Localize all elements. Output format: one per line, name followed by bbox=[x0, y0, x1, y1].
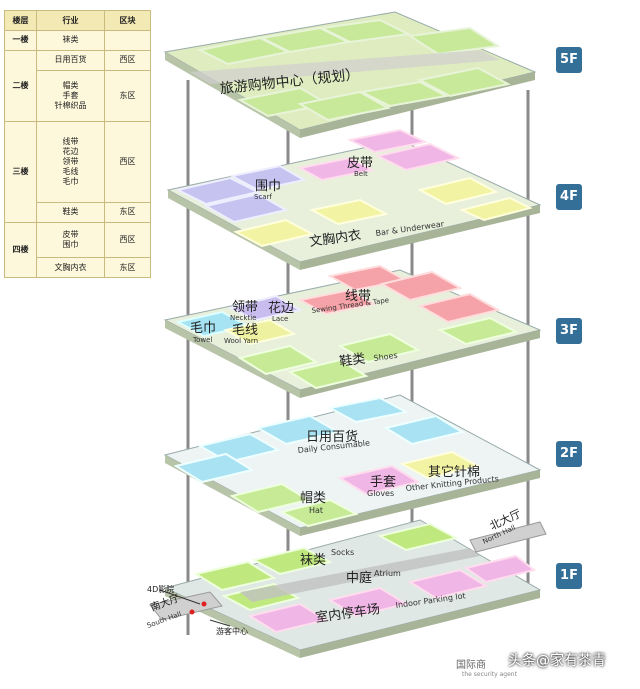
footer-text: 国际商 bbox=[456, 660, 486, 671]
cell-zone: 东区 bbox=[104, 69, 151, 122]
necktie-cn: 领带 bbox=[232, 300, 258, 315]
cell-industry: 文胸内衣 bbox=[36, 257, 105, 278]
header-industry: 行业 bbox=[36, 10, 105, 31]
cell-industry: 线带 花边 领带 毛线 毛巾 bbox=[36, 120, 105, 203]
scarf-cn: 围巾 bbox=[255, 179, 281, 194]
cell-industry: 帽类 手套 针棉织品 bbox=[36, 69, 105, 122]
floor-2f: 日用百货 Daily Consumable 手套 Gloves 其它针棉 Oth… bbox=[163, 394, 542, 536]
badge-2f: 2F bbox=[556, 441, 582, 467]
cell-zone: 西区 bbox=[104, 221, 151, 259]
lace-cn: 花边 bbox=[268, 300, 294, 316]
cell-floor: 一楼 bbox=[4, 30, 37, 51]
cell-zone: 西区 bbox=[104, 49, 151, 71]
table-row: 帽类 手套 针棉织品 东区 bbox=[5, 69, 151, 122]
table-row: 二楼 日用百货 西区 bbox=[4, 49, 151, 122]
cell-industry: 袜类 bbox=[36, 30, 105, 51]
hat-cn: 帽类 bbox=[300, 490, 326, 506]
belt-cn: 皮带 bbox=[347, 156, 373, 171]
floor-1f: 袜类 Socks 中庭 Atrium 室内停车场 Indoor Parking … bbox=[146, 506, 547, 658]
table-row: 文胸内衣 东区 bbox=[5, 257, 151, 278]
yarn-cn: 毛线 bbox=[232, 323, 258, 338]
watermark: 头条@家有茶青 bbox=[508, 653, 606, 669]
thread-cn: 线带 bbox=[345, 289, 371, 304]
table-row: 四楼 皮带 围巾 西区 bbox=[4, 221, 151, 279]
table-header-row: 楼层 行业 区块 bbox=[4, 10, 151, 31]
header-zone: 区块 bbox=[104, 10, 151, 31]
table-row: 一楼 袜类 bbox=[4, 30, 151, 51]
shoes-cn: 鞋类 bbox=[338, 350, 366, 369]
cell-industry: 鞋类 bbox=[36, 201, 105, 223]
cell-zone: 东区 bbox=[104, 257, 151, 278]
table-row: 三楼 线带 花边 领带 毛线 毛巾 西区 bbox=[4, 120, 151, 223]
cell-floor: 四楼 bbox=[4, 221, 37, 279]
gloves-cn: 手套 bbox=[370, 474, 396, 490]
badge-5f: 5F bbox=[556, 47, 582, 73]
visitor-center-label: 游客中心 bbox=[216, 626, 248, 636]
badge-3f: 3F bbox=[556, 318, 582, 344]
atrium-cn: 中庭 bbox=[346, 570, 372, 586]
floor-4f: 围巾 Scarf 皮带 Belt 文胸内衣 Bar & Underwear bbox=[166, 128, 542, 270]
badge-4f: 4F bbox=[556, 184, 582, 210]
cell-zone: 西区 bbox=[104, 120, 151, 203]
shoes-en: Shoes bbox=[373, 351, 398, 363]
underwear-cn: 文胸内衣 bbox=[308, 227, 362, 250]
cell-floor: 三楼 bbox=[4, 120, 37, 223]
cell-industry: 日用百货 bbox=[36, 49, 105, 71]
socks-cn: 袜类 bbox=[300, 553, 326, 568]
badge-1f: 1F bbox=[556, 563, 582, 589]
atrium-en: Atrium bbox=[374, 569, 401, 578]
cell-zone bbox=[104, 30, 151, 51]
yarn-en: Wool Yarn bbox=[224, 337, 258, 345]
towel-cn: 毛巾 bbox=[190, 321, 216, 336]
table-row: 鞋类 东区 bbox=[5, 201, 151, 223]
lace-en: Lace bbox=[272, 315, 288, 323]
hat-en: Hat bbox=[309, 506, 323, 515]
floor-industry-table: 楼层 行业 区块 一楼 袜类 二楼 日用百货 西区 帽类 手套 针棉织品 东区 … bbox=[4, 10, 151, 279]
gloves-en: Gloves bbox=[367, 489, 394, 498]
location-marker-icon bbox=[189, 609, 195, 615]
floor-5f: 旅游购物中心（规划） bbox=[163, 11, 537, 138]
daily-cn: 日用百货 bbox=[306, 429, 358, 445]
cell-floor: 二楼 bbox=[4, 49, 37, 122]
socks-en: Socks bbox=[331, 548, 354, 557]
necktie-en: Necktie bbox=[230, 314, 256, 322]
towel-en: Towel bbox=[192, 336, 212, 344]
floor-3f: 毛巾 Towel 领带 Necktie 花边 Lace 毛线 Wool Yarn… bbox=[163, 264, 542, 398]
footer-subtext: the security agent bbox=[462, 671, 517, 678]
belt-en: Belt bbox=[354, 170, 368, 178]
cinema-label: 4D影院 bbox=[147, 584, 174, 594]
scarf-en: Scarf bbox=[254, 193, 272, 201]
location-marker-icon bbox=[201, 601, 207, 607]
knit-cn: 其它针棉 bbox=[428, 464, 480, 480]
cell-industry: 皮带 围巾 bbox=[36, 221, 105, 259]
cell-zone: 东区 bbox=[104, 201, 151, 223]
header-floor: 楼层 bbox=[4, 10, 37, 31]
